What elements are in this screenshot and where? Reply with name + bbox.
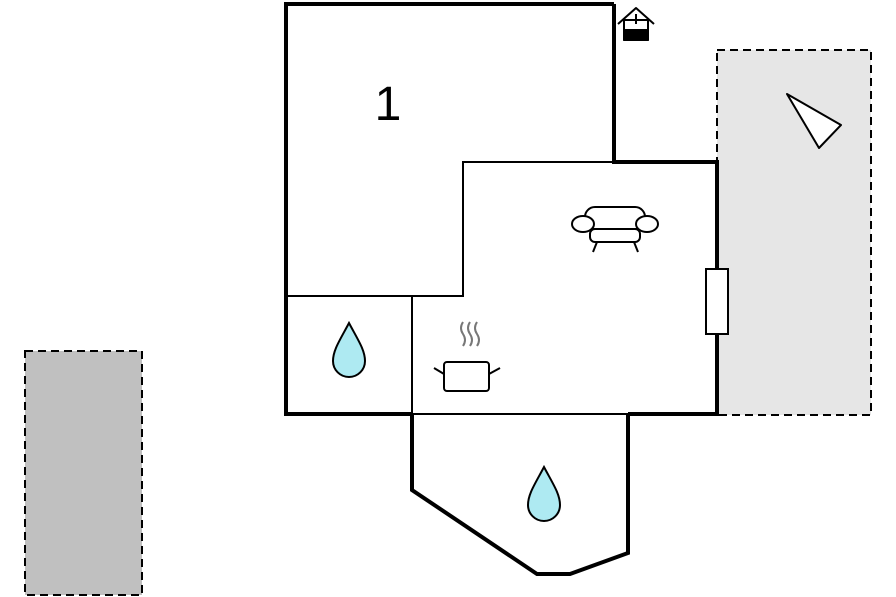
house-entrance-icon	[617, 7, 655, 41]
water-drop-icon	[526, 464, 562, 522]
door-icon	[705, 268, 729, 335]
cooking-pot-icon	[433, 321, 501, 392]
bedroom-number-label: 1	[375, 78, 402, 131]
water-drop-icon	[331, 320, 367, 378]
terrace-area	[716, 49, 872, 416]
inner-walls	[286, 161, 628, 415]
sofa-icon	[571, 206, 659, 253]
parking-area	[24, 350, 143, 596]
outer-walls	[284, 2, 719, 576]
sun-lounger-icon	[786, 93, 842, 149]
